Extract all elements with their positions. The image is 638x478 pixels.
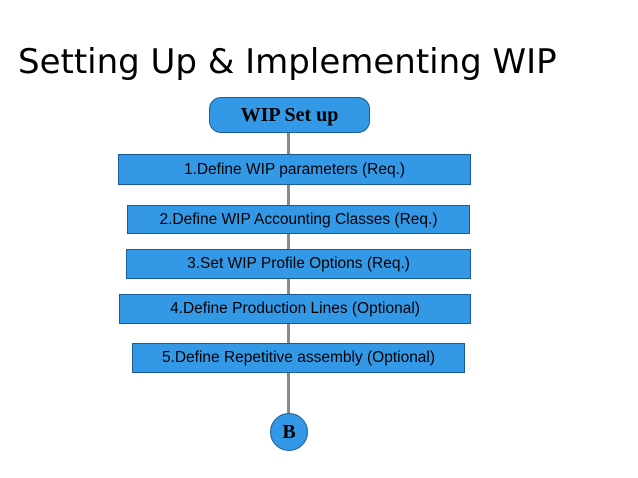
flow-node-step-1-label: 1.Define WIP parameters (Req.) [183, 160, 406, 178]
flow-node-end-label: B [282, 420, 296, 443]
flow-node-step-5[interactable]: 5.Define Repetitive assembly (Optional) [132, 343, 465, 373]
flow-node-step-3[interactable]: 3.Set WIP Profile Options (Req.) [126, 249, 471, 279]
flow-node-step-2-label: 2.Define WIP Accounting Classes (Req.) [159, 210, 438, 228]
flow-node-step-4[interactable]: 4.Define Production Lines (Optional) [119, 294, 471, 324]
flow-node-start[interactable]: WIP Set up [209, 97, 370, 133]
flow-node-end[interactable]: B [270, 413, 308, 451]
connector-step4-to-step5 [287, 324, 290, 343]
flow-node-step-5-label: 5.Define Repetitive assembly (Optional) [161, 349, 436, 367]
connector-step2-to-step3 [287, 234, 290, 249]
page-title: Setting Up & Implementing WIP [18, 42, 557, 82]
connector-step5-to-end [287, 373, 290, 413]
flow-node-step-4-label: 4.Define Production Lines (Optional) [170, 300, 420, 318]
connector-step1-to-step2 [287, 185, 290, 205]
connector-step3-to-step4 [287, 279, 290, 294]
flow-node-step-2[interactable]: 2.Define WIP Accounting Classes (Req.) [127, 205, 470, 234]
flow-node-step-3-label: 3.Set WIP Profile Options (Req.) [187, 255, 410, 273]
connector-start-to-step1 [287, 133, 290, 155]
flow-node-step-1[interactable]: 1.Define WIP parameters (Req.) [118, 154, 471, 185]
flow-node-start-label: WIP Set up [240, 103, 339, 126]
